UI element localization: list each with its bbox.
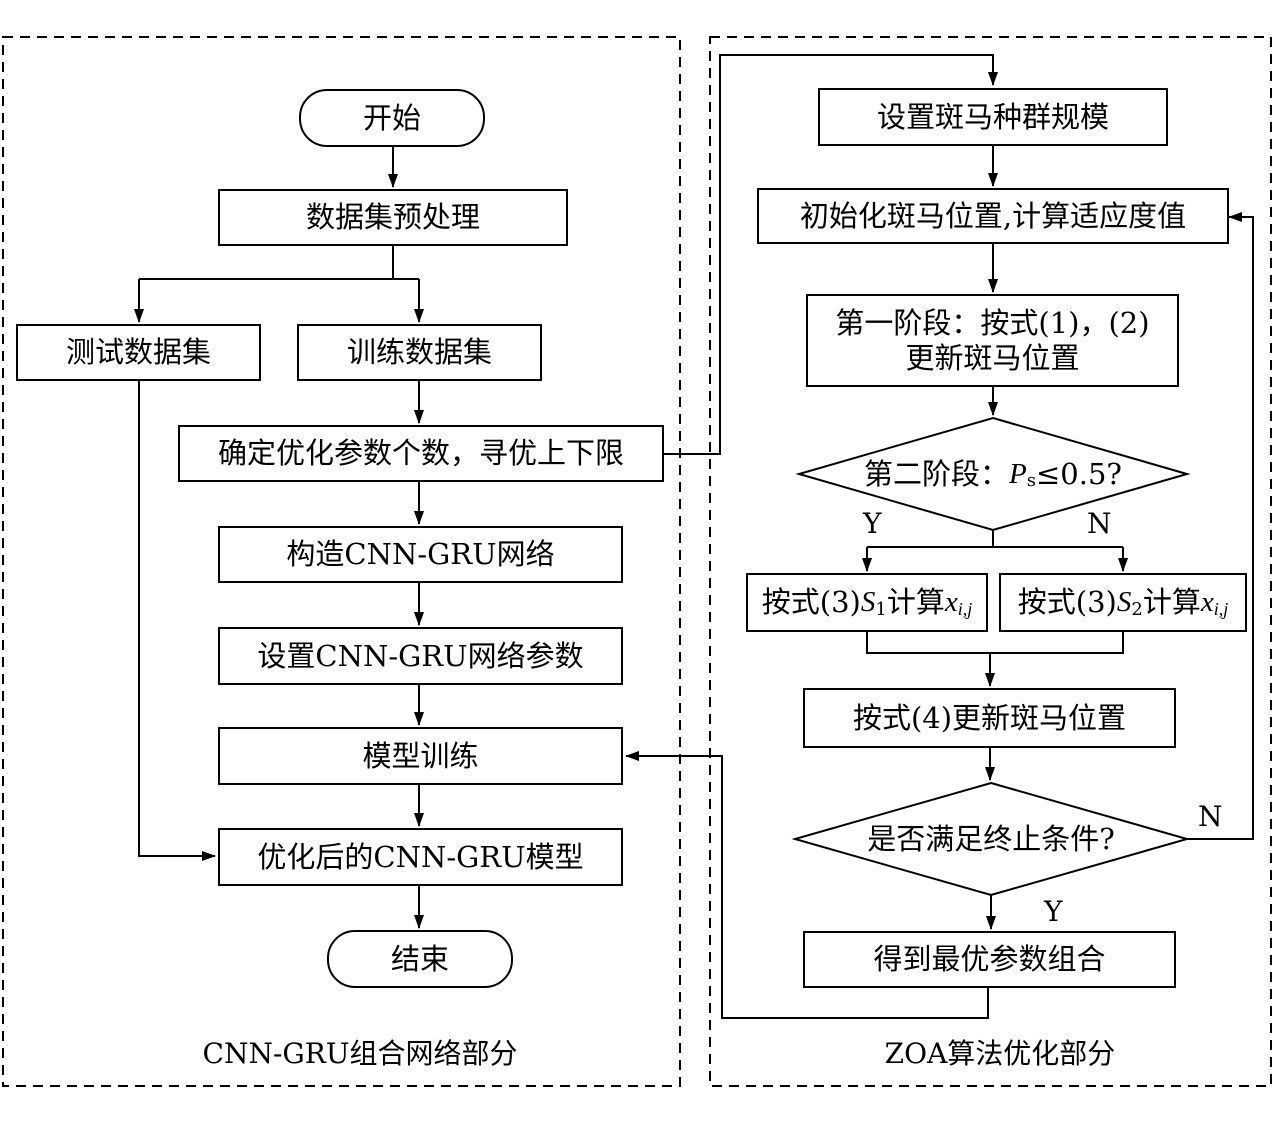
- right-region-title: ZOA算法优化部分: [884, 1037, 1116, 1070]
- test-set-box: 测试数据集: [16, 324, 261, 381]
- s1-sub: 1: [875, 598, 887, 620]
- s2-xsub: i,j: [1213, 598, 1229, 619]
- phase2-no-label: N: [1087, 507, 1112, 540]
- phase1-line1: 第一阶段：按式(1)，(2): [835, 305, 1150, 340]
- s1-mid: 计算: [886, 585, 945, 620]
- build-network-box: 构造CNN-GRU网络: [218, 526, 623, 583]
- edge-merge: [866, 632, 1124, 654]
- optimized-model-box: 优化后的CNN-GRU模型: [218, 828, 623, 886]
- terminate-no-label: N: [1198, 800, 1223, 833]
- phase1-box: 第一阶段：按式(1)，(2) 更新斑马位置: [806, 294, 1179, 387]
- phase2-var: P: [1009, 457, 1027, 490]
- phase2-prefix: 第二阶段：: [864, 456, 1010, 491]
- edge-terminate-no-loop: [1187, 212, 1254, 840]
- region-right-frame: [709, 36, 1272, 1087]
- phase2-sub: s: [1026, 470, 1036, 492]
- s2-prefix: 按式(3): [1017, 585, 1117, 620]
- set-population-box: 设置斑马种群规模: [818, 88, 1168, 146]
- edge-best-to-training: [625, 751, 989, 1019]
- set-network-params-box: 设置CNN-GRU网络参数: [218, 627, 623, 685]
- region-left-frame: [2, 36, 681, 1087]
- train-set-box: 训练数据集: [297, 324, 542, 381]
- s2-var: S: [1116, 586, 1132, 619]
- preprocess-box: 数据集预处理: [218, 189, 568, 246]
- s2-x: x: [1200, 586, 1214, 619]
- phase1-line2: 更新斑马位置: [905, 340, 1080, 375]
- s1-xsub: i,j: [957, 598, 973, 619]
- terminate-yes-label: Y: [1044, 895, 1063, 928]
- s2-mid: 计算: [1142, 585, 1201, 620]
- phase2-yes-label: Y: [863, 507, 882, 540]
- edge-phase2-branch: [867, 530, 1123, 548]
- s2-sub: 2: [1131, 598, 1143, 620]
- left-region-title: CNN-GRU组合网络部分: [202, 1037, 518, 1070]
- s1-var: S: [860, 586, 876, 619]
- edge-test-optimized: [138, 381, 216, 861]
- best-params-box: 得到最优参数组合: [803, 931, 1176, 988]
- phase2-suffix: ≤0.5?: [1036, 456, 1122, 491]
- s1-prefix: 按式(3): [761, 585, 861, 620]
- model-training-box: 模型训练: [218, 727, 623, 785]
- edge-determine-to-zoa: [664, 54, 998, 455]
- s1-x: x: [944, 586, 958, 619]
- update-eq4-box: 按式(4)更新斑马位置: [803, 688, 1176, 748]
- determine-params-box: 确定优化参数个数，寻优上下限: [178, 425, 664, 482]
- end-terminal: 结束: [327, 930, 513, 988]
- edge-preprocess-split: [139, 246, 419, 280]
- start-terminal: 开始: [299, 89, 485, 147]
- terminate-decision-text: 是否满足终止条件?: [867, 821, 1115, 856]
- init-positions-box: 初始化斑马位置,计算适应度值: [757, 188, 1229, 244]
